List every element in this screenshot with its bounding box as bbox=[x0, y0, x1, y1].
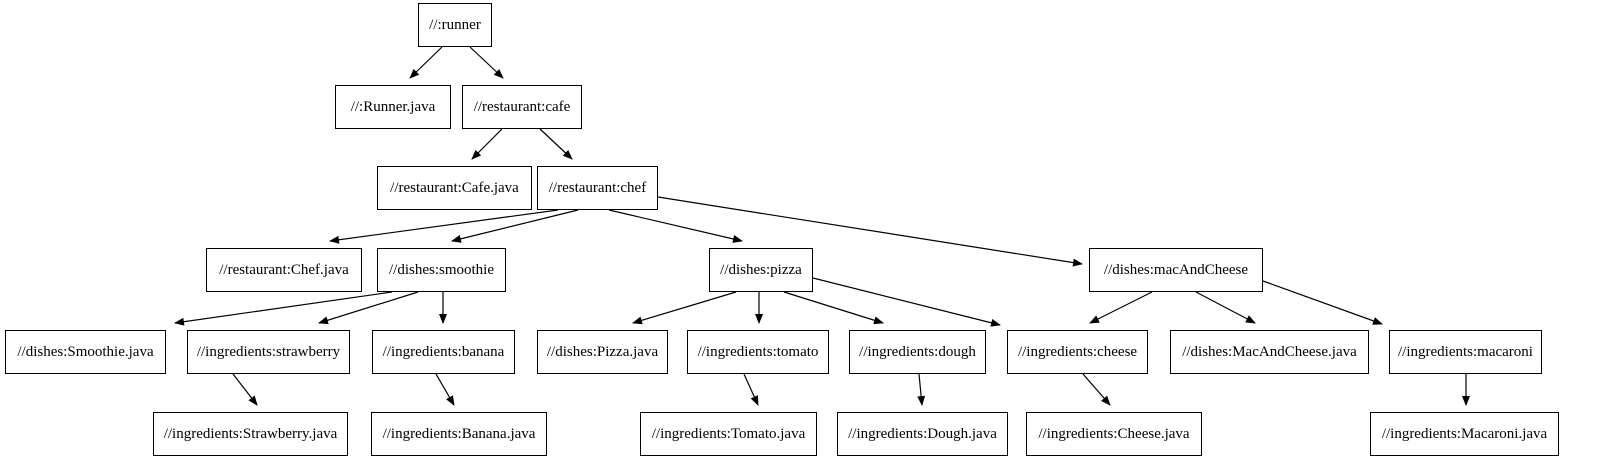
graph-edge-dishes_smoothie-to-smoothie_java bbox=[174, 291, 393, 326]
graph-node-label: //ingredients:cheese bbox=[1017, 343, 1138, 360]
graph-edge-dishes_smoothie-to-ing_strawberry bbox=[318, 291, 419, 325]
graph-node-dishes_pizza[interactable]: //dishes:pizza bbox=[709, 248, 813, 292]
graph-node-label: //ingredients:Strawberry.java bbox=[163, 425, 338, 442]
graph-node-smoothie_java[interactable]: //dishes:Smoothie.java bbox=[5, 330, 166, 374]
graph-edge-ing_strawberry-to-strawberry_java bbox=[232, 373, 258, 406]
graph-node-cafe_java[interactable]: //restaurant:Cafe.java bbox=[377, 166, 532, 210]
graph-edge-runner-to-runner_java bbox=[409, 46, 443, 79]
graph-edge-restaurant_chef-to-dishes_smoothie bbox=[451, 209, 579, 243]
graph-edge-dishes_pizza-to-ing_dough bbox=[783, 291, 884, 325]
graph-edge-ing_cheese-to-cheese_java bbox=[1082, 373, 1111, 406]
graph-edge-restaurant_cafe-to-cafe_java bbox=[471, 128, 503, 160]
graph-node-label: //:Runner.java bbox=[350, 98, 436, 115]
graph-node-label: //restaurant:chef bbox=[548, 179, 647, 196]
graph-node-ing_banana[interactable]: //ingredients:banana bbox=[372, 330, 515, 374]
graph-node-chef_java[interactable]: //restaurant:Chef.java bbox=[206, 248, 362, 292]
graph-node-cheese_java[interactable]: //ingredients:Cheese.java bbox=[1026, 412, 1202, 456]
graph-node-label: //dishes:pizza bbox=[720, 261, 802, 278]
graph-edge-dishes_macandchee-to-ing_macaroni bbox=[1262, 280, 1383, 325]
graph-edge-restaurant_chef-to-dishes_pizza bbox=[608, 209, 743, 243]
graph-node-ing_tomato[interactable]: //ingredients:tomato bbox=[687, 330, 829, 374]
graph-node-runner_java[interactable]: //:Runner.java bbox=[335, 85, 451, 129]
graph-node-ing_cheese[interactable]: //ingredients:cheese bbox=[1007, 330, 1148, 374]
graph-node-label: //ingredients:tomato bbox=[697, 343, 819, 360]
graph-node-label: //ingredients:dough bbox=[859, 343, 976, 360]
graph-node-label: //dishes:Pizza.java bbox=[546, 343, 659, 360]
graph-edge-dishes_pizza-to-pizza_java bbox=[632, 291, 737, 325]
graph-edge-restaurant_cafe-to-restaurant_chef bbox=[539, 128, 573, 160]
graph-node-macaroni_java[interactable]: //ingredients:Macaroni.java bbox=[1370, 412, 1559, 456]
graph-node-label: //:runner bbox=[429, 16, 481, 33]
graph-node-label: //ingredients:strawberry bbox=[196, 343, 341, 360]
graph-node-label: //ingredients:Macaroni.java bbox=[1381, 425, 1548, 442]
graph-node-label: //ingredients:Banana.java bbox=[382, 425, 536, 442]
graph-edge-ing_dough-to-dough_java bbox=[917, 373, 926, 406]
graph-node-restaurant_cafe[interactable]: //restaurant:cafe bbox=[462, 85, 582, 129]
graph-node-dough_java[interactable]: //ingredients:Dough.java bbox=[837, 412, 1008, 456]
graph-node-label: //ingredients:Dough.java bbox=[848, 425, 997, 442]
graph-edge-ing_banana-to-banana_java bbox=[435, 373, 455, 406]
graph-node-label: //dishes:MacAndCheese.java bbox=[1182, 343, 1357, 360]
graph-edge-runner-to-restaurant_cafe bbox=[469, 46, 504, 79]
graph-node-label: //dishes:smoothie bbox=[389, 261, 494, 278]
graph-node-label: //restaurant:cafe bbox=[473, 98, 571, 115]
graph-edge-dishes_macandchee-to-macandcheese_java bbox=[1195, 291, 1256, 324]
graph-node-label: //dishes:macAndCheese bbox=[1103, 261, 1249, 278]
graph-node-label: //restaurant:Chef.java bbox=[219, 261, 349, 278]
graph-node-label: //restaurant:Cafe.java bbox=[390, 179, 519, 196]
graph-node-dishes_smoothie[interactable]: //dishes:smoothie bbox=[377, 248, 506, 292]
graph-node-restaurant_chef[interactable]: //restaurant:chef bbox=[537, 166, 658, 210]
graph-node-label: //ingredients:macaroni bbox=[1398, 343, 1533, 360]
graph-node-label: //dishes:Smoothie.java bbox=[17, 343, 154, 360]
graph-node-tomato_java[interactable]: //ingredients:Tomato.java bbox=[640, 412, 817, 456]
graph-node-label: //ingredients:banana bbox=[382, 343, 505, 360]
graph-node-runner[interactable]: //:runner bbox=[418, 3, 492, 47]
graph-node-macandcheese_java[interactable]: //dishes:MacAndCheese.java bbox=[1170, 330, 1369, 374]
graph-node-ing_macaroni[interactable]: //ingredients:macaroni bbox=[1389, 330, 1542, 374]
graph-node-ing_dough[interactable]: //ingredients:dough bbox=[849, 330, 986, 374]
graph-edge-restaurant_chef-to-chef_java bbox=[329, 209, 559, 244]
graph-node-dishes_macandchee[interactable]: //dishes:macAndCheese bbox=[1089, 248, 1263, 292]
graph-node-label: //ingredients:Tomato.java bbox=[651, 425, 806, 442]
graph-edge-ing_tomato-to-tomato_java bbox=[743, 373, 759, 406]
graph-node-ing_strawberry[interactable]: //ingredients:strawberry bbox=[187, 330, 350, 374]
graph-node-label: //ingredients:Cheese.java bbox=[1038, 425, 1190, 442]
graph-node-banana_java[interactable]: //ingredients:Banana.java bbox=[371, 412, 547, 456]
graph-edge-dishes_pizza-to-ing_cheese bbox=[812, 277, 1001, 327]
graph-node-strawberry_java[interactable]: //ingredients:Strawberry.java bbox=[153, 412, 348, 456]
graph-edge-dishes_macandchee-to-ing_cheese bbox=[1089, 291, 1153, 324]
graph-node-pizza_java[interactable]: //dishes:Pizza.java bbox=[537, 330, 668, 374]
